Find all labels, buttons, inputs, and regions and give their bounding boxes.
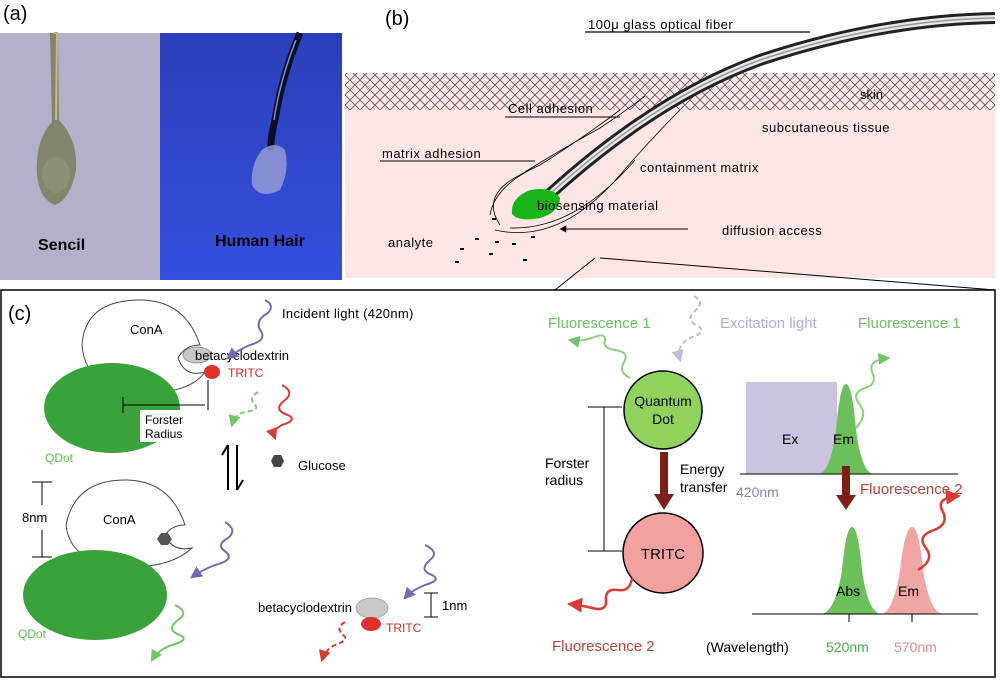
em-label: Em [833, 431, 854, 447]
green-emission-top [228, 391, 259, 428]
fluorescence2-label: Fluorescence 2 [552, 638, 655, 655]
cell-adhesion-label: Cell adhesion [508, 101, 593, 116]
panel-c-label: (c) [8, 303, 31, 325]
fluorescence1-right-label: Fluorescence 1 [858, 315, 961, 332]
glucose-bound-hexagon [157, 533, 172, 545]
qdot-top-label: QDot [45, 451, 74, 465]
excitation-wave [671, 295, 703, 363]
incident-light-label: Incident light (420nm) [282, 306, 414, 321]
diffusion-label: diffusion access [722, 223, 822, 238]
energy-label-line2: transfer [680, 479, 728, 495]
fluorescence1-wave [567, 334, 631, 379]
betacyclodextrin-free-label: betacyclodextrin [258, 600, 352, 615]
abs-label: Abs [836, 583, 860, 599]
glucose-label: Glucose [298, 458, 346, 473]
quantum-dot-line1: Quantum [634, 393, 692, 409]
em-peak [818, 384, 874, 474]
panel-c-frame [0, 289, 996, 678]
panel-a: (a) Sencil Human Hair [0, 3, 342, 280]
cona-bottom-label: ConA [103, 512, 136, 527]
incident-light-free [403, 544, 437, 600]
containment-label: containment matrix [640, 160, 759, 175]
incident-light-bottom [190, 521, 234, 579]
cona-top-label: ConA [130, 322, 163, 337]
forster-radius-box [140, 410, 208, 442]
biosensing-label: biosensing material [537, 198, 659, 213]
fluorescence2-wave [567, 577, 634, 613]
qdot-bottom [23, 550, 167, 640]
wavelength-label: (Wavelength) [706, 639, 789, 655]
size-8nm-label: 8nm [22, 510, 47, 525]
forster-radius-line2: Radius [145, 427, 182, 441]
excitation-label: Excitation light [720, 315, 818, 332]
size-1nm-label: 1nm [442, 598, 467, 613]
betacyclodextrin-free [355, 597, 389, 619]
sencil-photo [0, 33, 160, 280]
fiber-label: 100μ glass optical fiber [588, 17, 733, 32]
fluorescence1-right-wave [855, 352, 891, 429]
human-hair-caption: Human Hair [215, 233, 305, 250]
panel-c-right: Fluorescence 1 Excitation light Fluoresc… [545, 295, 978, 655]
panel-b: (b) 100μ glass optical fiber skin Cell a… [345, 8, 996, 291]
panel-a-label: (a) [3, 3, 27, 25]
human-hair-photo [160, 33, 342, 280]
fluorescence1-label: Fluorescence 1 [548, 315, 651, 332]
forster-radius-line1: Forster [145, 413, 183, 427]
subcutaneous-label: subcutaneous tissue [762, 120, 890, 135]
fluorescence2-right-label: Fluorescence 2 [860, 481, 963, 498]
tritc-circle [622, 512, 704, 594]
forster-label-line1: Forster [545, 455, 590, 471]
energy-label-line1: Energy [680, 461, 724, 477]
red-emission-free [319, 621, 347, 663]
tritc-free [361, 617, 381, 631]
ex-band [746, 382, 837, 474]
nm420-label: 420nm [736, 484, 779, 500]
analyte-dots [455, 218, 535, 263]
fluorescence2-right-wave [917, 489, 961, 572]
biosensing-blob [511, 189, 560, 220]
qdot-bottom-label: QDot [18, 627, 47, 641]
quantum-dot-line2: Dot [652, 411, 674, 427]
glucose-hexagon [271, 455, 284, 467]
analyte-label: analyte [388, 235, 433, 250]
skin-label: skin [860, 87, 883, 102]
incident-light-wave [226, 299, 272, 360]
tritc-circle-label: TRITC [641, 546, 685, 563]
betacyclodextrin-top-label: betacyclodextrin [195, 348, 289, 363]
quantum-dot-circle [623, 370, 703, 450]
betacyclodextrin-top [182, 346, 212, 364]
ex-label: Ex [782, 431, 798, 447]
green-emission-bottom [150, 604, 185, 663]
tritc-top [204, 365, 220, 379]
nm520-label: 520nm [826, 639, 869, 655]
forster-label-line2: radius [545, 472, 583, 488]
em2-label: Em [898, 583, 919, 599]
matrix-adhesion-label: matrix adhesion [382, 146, 481, 161]
hair-shape [267, 31, 304, 151]
em2-peak [880, 527, 944, 614]
tritc-top-label: TRITC [228, 366, 264, 380]
panel-b-label: (b) [385, 8, 409, 30]
tritc-free-label: TRITC [386, 621, 422, 635]
red-emission-top [266, 384, 293, 441]
nm570-label: 570nm [894, 639, 937, 655]
abs-peak [820, 527, 882, 614]
panel-c-left: (c) ConA betacyclodextrin TRITC Forster … [8, 299, 467, 663]
sencil-caption: Sencil [38, 237, 85, 254]
